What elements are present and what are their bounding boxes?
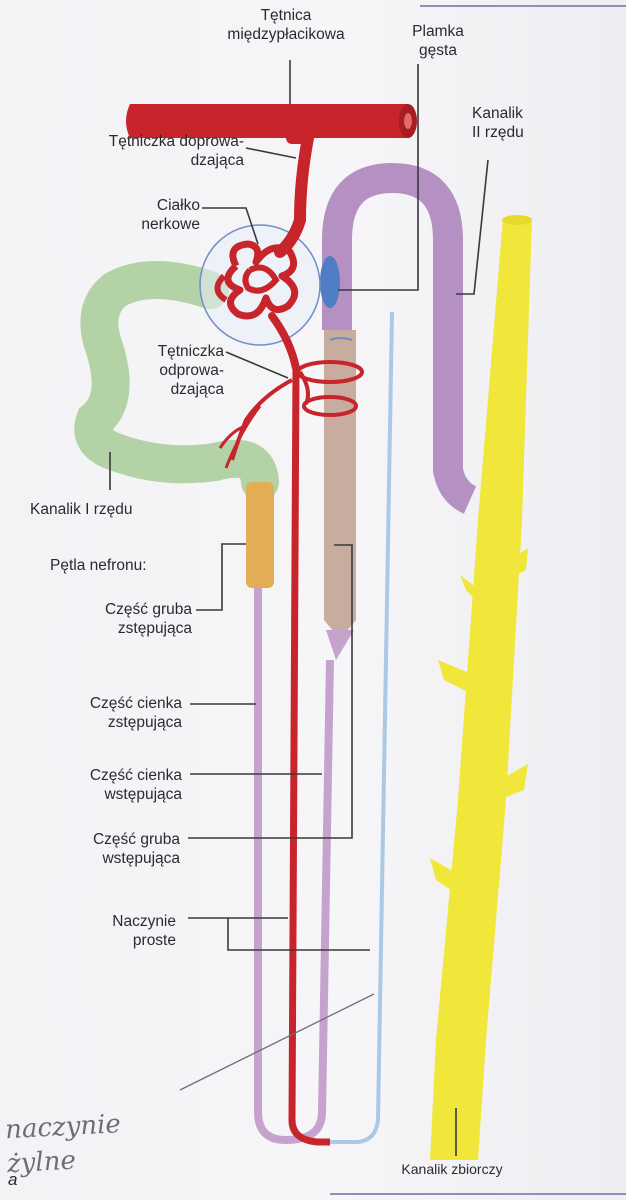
label-thick-ascending: Część gruba wstępująca xyxy=(92,831,180,867)
distal-tubule xyxy=(322,162,477,514)
label-macula-densa: Plamka gęsta xyxy=(412,23,464,59)
leader-lines xyxy=(109,60,489,1156)
label-afferent-arteriole: Tętniczka doprowa- dzająca xyxy=(108,133,244,169)
collecting-duct xyxy=(430,215,532,1160)
label-distal-tubule: Kanalik II rzędu xyxy=(472,105,524,141)
handwritten-note: naczynie żylne xyxy=(4,1109,122,1180)
label-loop-of-henle: Pętla nefronu: xyxy=(50,557,147,574)
thick-ascending-limb xyxy=(324,330,356,632)
proximal-tubule xyxy=(74,261,279,501)
label-renal-corpuscle: Ciałko nerkowe xyxy=(141,197,200,233)
artery-system xyxy=(126,104,417,1146)
label-interlobular-artery: Tętnica międzypłacikowa xyxy=(227,7,345,43)
label-thin-descending: Część cienka zstępująca xyxy=(89,695,182,731)
label-thick-descending: Część gruba zstępująca xyxy=(104,601,192,637)
label-collecting-duct: Kanalik zbiorczy xyxy=(401,1161,503,1177)
vein-vessel xyxy=(324,311,394,1144)
macula-densa xyxy=(320,256,340,308)
label-proximal-tubule: Kanalik I rzędu xyxy=(30,501,133,518)
label-vasa-recta: Naczynie proste xyxy=(112,913,176,949)
label-efferent-arteriole: Tętniczka odprowa- dzająca xyxy=(157,343,224,398)
label-thin-ascending: Część cienka wstępująca xyxy=(89,767,182,803)
thin-loop xyxy=(254,588,334,1145)
figure-letter: a xyxy=(8,1170,18,1189)
thick-descending-limb xyxy=(246,482,274,588)
